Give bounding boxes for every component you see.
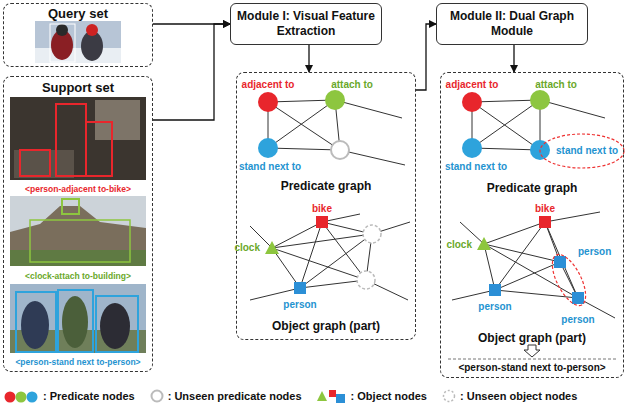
connector-arrow [416,24,436,90]
graph-label: adjacent to [242,79,295,91]
node-heading: Query set [4,6,152,22]
node-text: Object graph (part) [441,331,623,345]
graph-label: person [478,301,511,313]
query-photo [35,21,121,63]
legend-item: : Predicate nodes [4,389,135,403]
graph-label: person [578,246,611,258]
node-heading: Predicate graph [237,179,415,193]
node-text: <clock-attach to-building> [4,271,152,281]
connector-arrow [308,45,309,72]
connector-arrow [153,24,230,120]
graph-label: bike [535,203,555,215]
node-text: Object graph (part) [237,319,415,333]
legend-text: : Unseen object nodes [460,390,577,402]
graph-label: adjacent to [446,79,499,91]
node-text: <person-stand next to-person> [4,357,152,367]
graph-label: clock [234,242,260,254]
support-photo [10,97,146,180]
graph-label: stand next to [556,145,618,157]
node-text: <person-stand next to-person> [441,362,623,374]
connector-arrow [513,45,514,72]
object-graph [452,212,615,318]
legend-sample [4,389,40,403]
graph-label: attach to [535,79,577,91]
legend-sample [149,389,165,403]
legend: : Predicate nodes : Unseen predicate node… [4,389,591,403]
graph-panel: Predicate graphObject graph (part) <perso… [440,72,624,378]
node-heading: Support set [4,80,152,96]
node-heading: Module II: Dual Graph Module [443,9,581,39]
graph-label: clock [446,239,472,251]
predicate-graph [462,90,624,168]
legend-text: : Unseen predicate nodes [168,390,302,402]
legend-sample [441,389,457,403]
object-graph [250,214,410,300]
node-text: <person-adjacent to-bike> [4,184,152,194]
legend-text: : Predicate nodes [43,390,135,402]
node-heading: Module I: Visual Feature Extraction [237,9,375,39]
graph-label: person [283,299,316,311]
hollow-arrow [448,345,616,359]
legend-sample [316,389,348,403]
graph-label: stand next to [445,161,507,173]
support-set-box: Support set <person-adjacent to-bike> <clo… [3,76,153,372]
legend-item: : Unseen object nodes [441,389,577,403]
graph-label: person [561,314,594,326]
module-box: Module II: Dual Graph Module [436,3,588,45]
graph-label: attach to [331,79,373,91]
node-heading: Predicate graph [441,181,623,195]
legend-item: : Unseen predicate nodes [149,389,302,403]
graph-label: stand next to [239,161,301,173]
predicate-graph [258,90,405,165]
legend-item: : Object nodes [316,389,427,403]
module-box: Module I: Visual Feature Extraction [230,3,382,45]
query-set-box: Query set [3,3,153,67]
graph-label: bike [312,203,332,215]
legend-text: : Object nodes [351,390,427,402]
support-photo [10,196,146,266]
support-photo [10,284,146,353]
